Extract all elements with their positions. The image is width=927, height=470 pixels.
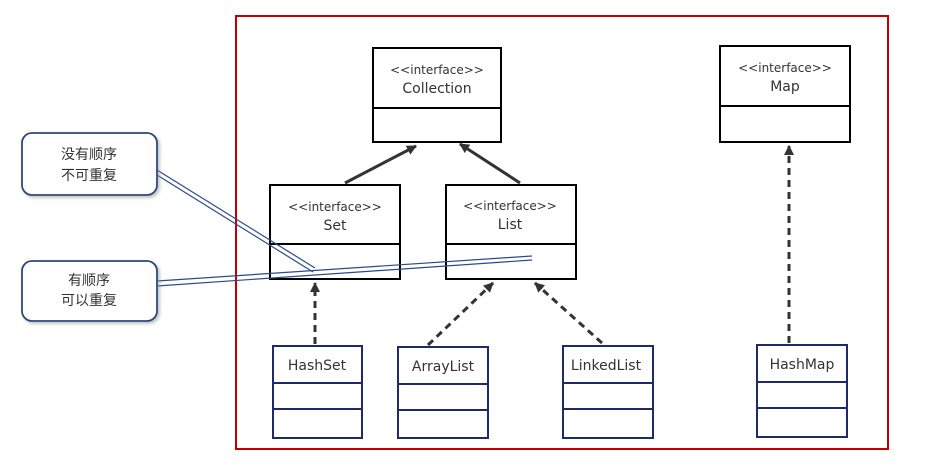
callout-set-note-line-2: 不可重复 [61,167,117,184]
callout-list-note-line-1: 有顺序 [68,273,110,289]
arrow-arraylist-to-list [426,281,495,347]
callout-pointer-set [156,169,316,273]
interface-collection-name: Collection [402,81,471,97]
interface-list-box [445,184,577,280]
callout-list-note-box [21,260,158,322]
class-hashset: HashSet [272,345,363,439]
class-arraylist: ArrayList [397,346,489,439]
interface-map-box [719,45,851,143]
class-linkedlist-box [562,345,654,439]
interface-collection: <<interface>> Collection [372,47,502,143]
class-arraylist-name: ArrayList [412,359,475,375]
callout-pointer-list [156,255,533,287]
interface-map-stereotype: <<interface>> [738,61,832,75]
interface-set: <<interface>> Set [269,184,401,280]
interface-map-name: Map [770,79,800,95]
interface-collection-box [372,47,502,143]
callout-list-note: 有顺序 可以重复 [21,260,158,322]
callout-set-note: 没有顺序 不可重复 [21,132,158,196]
class-hashset-box [272,345,363,439]
interface-set-stereotype: <<interface>> [288,200,382,214]
interface-list-name: List [498,217,523,233]
class-linkedlist: LinkedList [562,345,654,439]
class-hashset-name: HashSet [288,358,347,374]
interface-set-box [269,184,401,280]
interface-map: <<interface>> Map [719,45,851,143]
callout-list-note-line-2: 可以重复 [61,292,117,309]
callout-set-note-box [21,132,158,196]
interface-collection-stereotype: <<interface>> [390,63,484,77]
arrow-linkedlist-to-list [533,281,604,345]
arrow-set-to-collection [344,144,417,185]
interface-list-stereotype: <<interface>> [463,199,557,213]
callout-set-note-line-1: 没有顺序 [61,147,117,163]
diagram-frame [235,15,889,450]
class-hashmap-name: HashMap [770,357,835,373]
class-hashmap-box [756,344,848,438]
interface-set-name: Set [324,218,348,234]
class-arraylist-box [397,346,489,439]
arrow-list-to-collection [459,142,521,185]
class-linkedlist-name: LinkedList [571,358,642,374]
interface-list: <<interface>> List [445,184,577,280]
class-hashmap: HashMap [756,344,848,438]
